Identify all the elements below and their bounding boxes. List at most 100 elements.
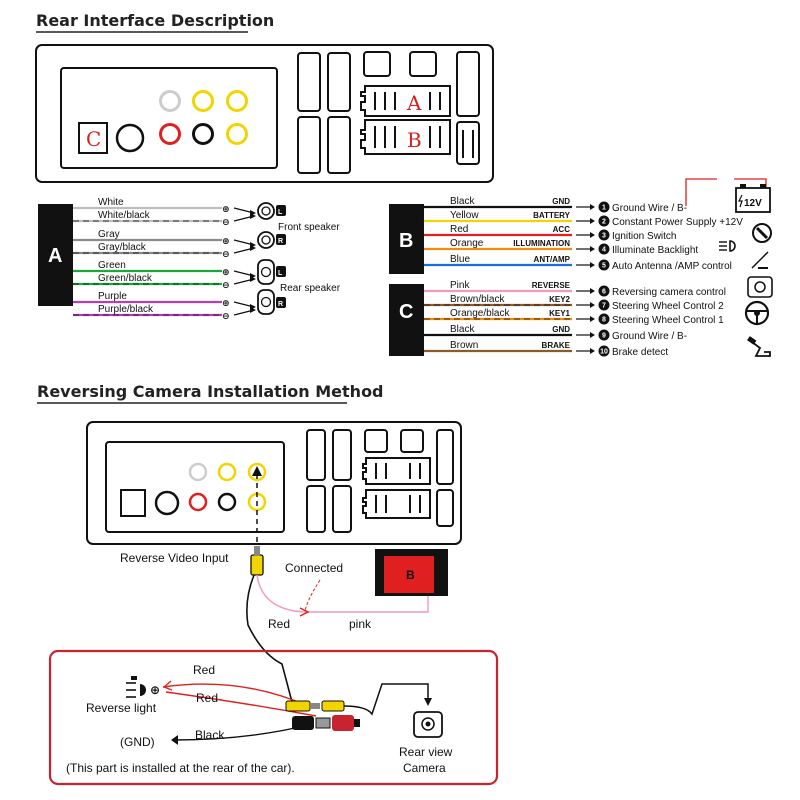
- plus-terminal: ⊕: [222, 237, 230, 247]
- rear-install-note: (This part is installed at the rear of t…: [66, 761, 295, 775]
- block-c-label: C: [399, 301, 413, 323]
- round-port: [115, 123, 145, 153]
- camera-icon: [747, 276, 773, 298]
- bc-num-badge: [598, 285, 610, 297]
- plus-terminal: ⊕: [222, 268, 230, 278]
- bc-num-badge: [598, 313, 610, 325]
- bc-func-label: Auto Antenna /AMP control: [612, 261, 732, 272]
- rca-yellow-1: [192, 90, 214, 112]
- bc-signal-label: ILLUMINATION: [513, 239, 570, 248]
- a-wire-label: Purple/black: [98, 304, 154, 315]
- block-a-label-box: [38, 204, 73, 306]
- plus-terminal: ⊕: [222, 205, 230, 215]
- steering-wheel-icon: [744, 300, 770, 326]
- block-a-wires: White⊕White/black⊖Gray⊕Gray/black⊖Green⊕…: [73, 197, 256, 322]
- bc-wire-label: Orange: [450, 238, 484, 249]
- bc-num: 3: [602, 233, 606, 240]
- bc-num: 10: [600, 349, 608, 356]
- rca-yellow-3: [226, 123, 248, 145]
- a-arrow: [250, 307, 256, 313]
- reverse-light-label: Reverse light: [86, 701, 157, 715]
- a-arrow: [250, 245, 256, 251]
- connector-c-box: [78, 122, 108, 154]
- svg-text:R: R: [278, 238, 283, 245]
- rca-white: [159, 90, 181, 112]
- camera-cable: [343, 683, 429, 716]
- red-wire-2: [165, 691, 317, 717]
- rear-view-label: Rear view: [399, 745, 453, 759]
- reverse-light-icon: [126, 676, 146, 698]
- black-label: Black: [195, 728, 225, 742]
- bc-arrow: [590, 232, 595, 238]
- rear-interface-title: Rear Interface Description: [36, 11, 274, 30]
- bc-func-label: Brake detect: [612, 347, 668, 358]
- bc-signal-label: BRAKE: [542, 341, 571, 350]
- bc-signal-label: BATTERY: [533, 211, 571, 220]
- bc-num: 5: [602, 263, 606, 270]
- plus-terminal: ⊕: [222, 299, 230, 309]
- connector-b-letter: B: [407, 128, 422, 152]
- bc-signal-label: KEY2: [549, 295, 570, 304]
- svg-text:B: B: [406, 568, 415, 582]
- connector-c-letter: C: [86, 127, 101, 151]
- bc-signal-label: ANT/AMP: [534, 255, 571, 264]
- rca-red: [159, 123, 181, 145]
- black-wire: [171, 723, 313, 741]
- rear-speaker-left: L: [257, 259, 286, 285]
- antenna-icon: [751, 251, 769, 269]
- front-speaker-left: L: [257, 202, 286, 220]
- bc-arrow: [590, 302, 595, 308]
- block-b-label-box: [389, 204, 424, 274]
- front-speaker-right: R: [257, 231, 286, 249]
- bc-wire-label: Red: [450, 224, 468, 235]
- rear-of-car-box: [48, 649, 499, 786]
- bc-num-badge: [598, 215, 610, 227]
- bc-arrow: [590, 218, 595, 224]
- bc-signal-label: ACC: [553, 225, 571, 234]
- video-cable: [246, 574, 293, 703]
- minus-terminal: ⊖: [222, 312, 230, 322]
- bc-arrow: [590, 204, 595, 210]
- a-wire-label: Purple: [98, 291, 127, 302]
- red-top-label: Red: [268, 617, 290, 631]
- bc-func-label: Steering Wheel Control 2: [612, 301, 724, 312]
- bc-wire-label: Orange/black: [450, 308, 510, 319]
- bc-signal-label: REVERSE: [532, 281, 571, 290]
- svg-text:R: R: [278, 301, 283, 308]
- bc-num-badge: [598, 299, 610, 311]
- connector-a-letter: A: [406, 91, 422, 115]
- bc-func-label: Ground Wire / B-: [612, 203, 687, 214]
- connected-label: Connected: [285, 561, 343, 575]
- bc-arrow: [590, 348, 595, 354]
- bc-arrow: [590, 316, 595, 322]
- bc-num-badge: [598, 243, 610, 255]
- minus-terminal: ⊖: [222, 218, 230, 228]
- rear-view-camera-icon: [413, 711, 443, 738]
- block-c-label-box: [389, 284, 424, 356]
- camera-plug-cluster: [285, 700, 360, 731]
- bc-arrow: [590, 262, 595, 268]
- a-arrow: [250, 276, 256, 282]
- bc-num: 9: [602, 333, 606, 340]
- bc-func-label: Constant Power Supply +12V: [612, 217, 743, 228]
- block-a: A White⊕White/black⊖Gray⊕Gray/black⊖Gree…: [38, 197, 341, 322]
- bc-num: 7: [602, 303, 606, 310]
- svg-text:L: L: [278, 270, 283, 277]
- bc-num-badge: [598, 329, 610, 341]
- bc-num: 2: [602, 219, 606, 226]
- bc-num-badge: [598, 201, 610, 213]
- bc-signal-label: GND: [552, 197, 570, 206]
- battery-icon: 12V: [685, 178, 771, 213]
- a-arrow: [250, 213, 256, 219]
- bc-wire-label: Black: [450, 324, 475, 335]
- block-b-label: B: [399, 230, 413, 252]
- a-wire-label: Green: [98, 260, 126, 271]
- bc-num: 4: [602, 247, 606, 254]
- bc-wire-label: Blue: [450, 254, 470, 265]
- bc-wire-label: Pink: [450, 280, 470, 291]
